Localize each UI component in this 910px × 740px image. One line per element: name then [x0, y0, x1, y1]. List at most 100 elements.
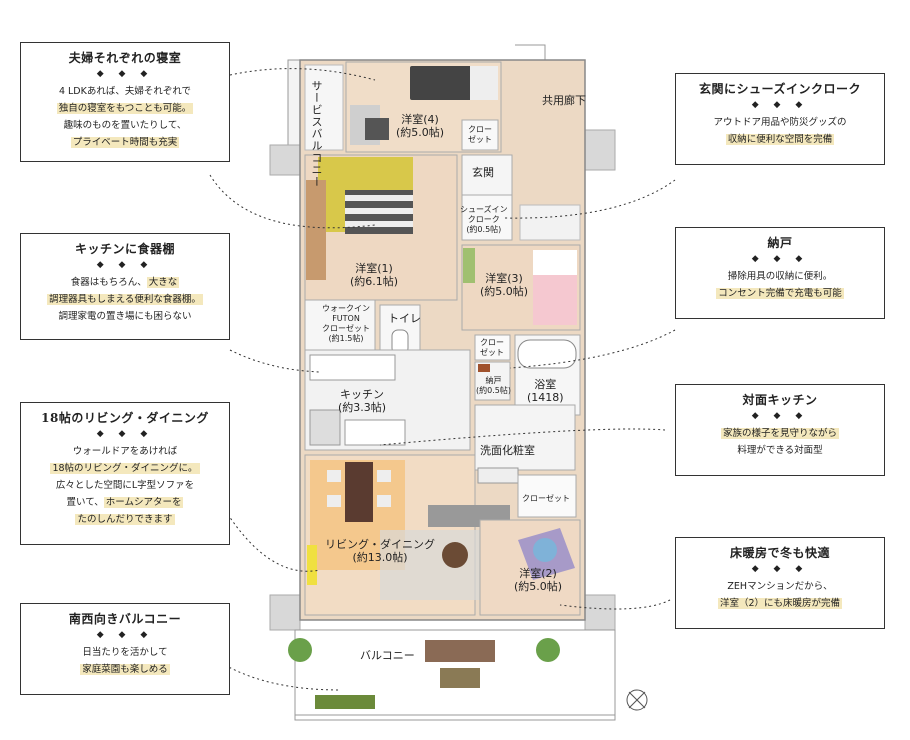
walkin-futon-closet-label: ウォークイン FUTON クローゼット (約1.5帖) — [322, 304, 370, 344]
closet-a-label: クロー ゼット — [468, 125, 492, 145]
callout-title: 玄関にシューズインクローク — [699, 82, 861, 96]
callout-line: 18帖のリビング・ダイニングに。 — [50, 463, 200, 474]
callout-line: 4 LDKあれば、夫婦それぞれで — [58, 86, 192, 97]
callout-line: 調理家電の置き場にも困らない — [58, 311, 192, 322]
callout-line: 置いて、ホームシアターを — [66, 497, 184, 508]
closet-a-text2: ゼット — [468, 135, 492, 144]
room-living-name: リビング・ダイニング — [325, 538, 435, 551]
room-western1-label: 洋室(1) (約6.1帖) — [350, 262, 398, 288]
callout-line: 調理器具もしまえる便利な食器棚。 — [47, 294, 203, 305]
connector-balcony — [224, 664, 341, 691]
room-living-size: (約13.0帖) — [352, 551, 408, 564]
callout-line: 広々とした空間にL字型ソファを — [55, 480, 195, 491]
closet-b-text2: ゼット — [480, 348, 504, 357]
callout-line: 洋室（2）にも床暖房が完備 — [717, 598, 843, 609]
callout-title: 夫婦それぞれの寝室 — [68, 51, 182, 65]
callout-storage: 納戸 ◆ ◆ ◆ 掃除用具の収納に便利。 コンセント完備で充電も可能 — [675, 227, 885, 319]
room-western4-label: 洋室(4) (約5.0帖) — [396, 113, 444, 139]
callout-floor-heating: 床暖房で冬も快適 ◆ ◆ ◆ ZEHマンションだから、 洋室（2）にも床暖房が完… — [675, 537, 885, 629]
callout-couple-bedrooms: 夫婦それぞれの寝室 ◆ ◆ ◆ 4 LDKあれば、夫婦それぞれで 独自の寝室をも… — [20, 42, 230, 162]
connector-couple-bedroom — [229, 68, 376, 81]
callout-title: キッチンに食器棚 — [74, 242, 175, 256]
callout-line: 収納に便利な空間を完備 — [725, 134, 835, 145]
room-storage-name: 納戸 — [485, 376, 502, 385]
room-storage-size: (約0.5帖) — [476, 386, 511, 395]
room-western2-label: 洋室(2) (約5.0帖) — [514, 567, 562, 593]
room-toilet-label: トイレ — [388, 312, 421, 325]
callout-living-dining: 18帖のリビング・ダイニング ◆ ◆ ◆ ウォールドアをあければ 18帖のリビン… — [20, 402, 230, 545]
room-western2-size: (約5.0帖) — [514, 580, 563, 593]
closet-b-label: クロー ゼット — [480, 338, 504, 358]
callout-diamonds: ◆ ◆ ◆ — [751, 564, 809, 574]
callout-line: 家族の様子を見守りながら — [720, 428, 839, 439]
shoes-in-text2: クローク — [467, 215, 500, 224]
room-western3-name: 洋室(3) — [485, 272, 523, 285]
callout-southwest-balcony: 南西向きバルコニー ◆ ◆ ◆ 日当たりを活かして 家庭菜園も楽しめる — [20, 603, 230, 695]
shared-corridor-label: 共用廊下 — [542, 94, 586, 107]
walkin-text3: クローゼット — [322, 324, 370, 333]
walkin-text2: FUTON — [332, 314, 360, 323]
room-western1-size: (約6.1帖) — [350, 275, 399, 288]
callout-counter-kitchen: 対面キッチン ◆ ◆ ◆ 家族の様子を見守りながら 料理ができる対面型 — [675, 384, 885, 476]
callout-diamonds: ◆ ◆ ◆ — [96, 429, 154, 439]
callout-diamonds: ◆ ◆ ◆ — [96, 260, 154, 270]
closet-a-text1: クロー — [468, 125, 492, 134]
callout-line: プライベート時間も充実 — [70, 137, 180, 148]
room-western4-name: 洋室(4) — [401, 113, 439, 126]
connector-living — [224, 509, 321, 572]
room-bathroom-name: 浴室 — [534, 378, 557, 391]
room-western3-label: 洋室(3) (約5.0帖) — [480, 272, 528, 298]
callout-line: 料理ができる対面型 — [737, 445, 823, 456]
connector-counter — [379, 428, 666, 446]
callout-line: 趣味のものを置いたりして、 — [63, 120, 187, 131]
room-balcony-label: バルコニー — [360, 649, 415, 662]
room-western1-name: 洋室(1) — [355, 262, 393, 275]
shoes-in-closet-label: シューズイン クローク (約0.5帖) — [460, 205, 508, 235]
walkin-text1: ウォークイン — [322, 304, 370, 313]
callout-diamonds: ◆ ◆ ◆ — [751, 254, 809, 264]
room-western2-name: 洋室(2) — [519, 567, 557, 580]
callout-line: 掃除用具の収納に便利。 — [727, 271, 833, 282]
callout-line: コンセント完備で充電も可能 — [716, 288, 844, 299]
room-entrance-label: 玄関 — [472, 166, 494, 179]
callout-line: 食器はもちろん、大きな — [70, 277, 180, 288]
closet-c-label: クローゼット — [522, 494, 570, 503]
callout-diamonds: ◆ ◆ ◆ — [751, 100, 809, 110]
connector-storage — [509, 329, 676, 369]
room-bathroom-label: 浴室 (1418) — [527, 378, 564, 404]
callout-title: 18帖のリビング・ダイニング — [41, 411, 209, 425]
callout-kitchen-shelf: キッチンに食器棚 ◆ ◆ ◆ 食器はもちろん、大きな 調理器具もしまえる便利な食… — [20, 233, 230, 340]
connector-floor-heating — [559, 599, 671, 610]
room-washroom-label: 洗面化粧室 — [480, 444, 535, 457]
callout-line: 独自の寝室をもつことも可能。 — [56, 103, 194, 114]
callout-line: たのしんだりできます — [75, 514, 175, 525]
callout-title: 南西向きバルコニー — [68, 612, 182, 626]
shoes-in-text1: シューズイン — [460, 205, 508, 214]
connector-couple-bedroom-2 — [209, 174, 376, 229]
room-kitchen-label: キッチン (約3.3帖) — [338, 388, 386, 414]
room-western3-size: (約5.0帖) — [480, 285, 529, 298]
callout-shoes-in-closet: 玄関にシューズインクローク ◆ ◆ ◆ アウトドア用品や防災グッズの 収納に便利… — [675, 73, 885, 165]
connector-shoes — [504, 179, 676, 219]
callout-diamonds: ◆ ◆ ◆ — [751, 411, 809, 421]
service-balcony-text: サービスバルコニー — [310, 80, 323, 188]
callout-diamonds: ◆ ◆ ◆ — [96, 630, 154, 640]
callout-title: 対面キッチン — [742, 393, 818, 407]
callout-line: アウトドア用品や防災グッズの — [713, 117, 847, 128]
room-storage-label: 納戸 (約0.5帖) — [476, 376, 511, 396]
callout-line: ウォールドアをあければ — [72, 446, 178, 457]
closet-b-text1: クロー — [480, 338, 504, 347]
room-western4-size: (約5.0帖) — [396, 126, 445, 139]
service-balcony-label: サービスバルコニー — [308, 80, 324, 188]
connector-kitchen-shelf — [229, 349, 321, 373]
room-bathroom-size: (1418) — [527, 391, 564, 404]
walkin-text4: (約1.5帖) — [328, 334, 364, 343]
callout-title: 床暖房で冬も快適 — [729, 546, 830, 560]
callout-line: 家庭菜園も楽しめる — [80, 664, 170, 675]
room-kitchen-size: (約3.3帖) — [338, 401, 387, 414]
callout-line: 日当たりを活かして — [82, 647, 168, 658]
shoes-in-text3: (約0.5帖) — [466, 225, 502, 234]
room-living-label: リビング・ダイニング (約13.0帖) — [325, 538, 435, 564]
